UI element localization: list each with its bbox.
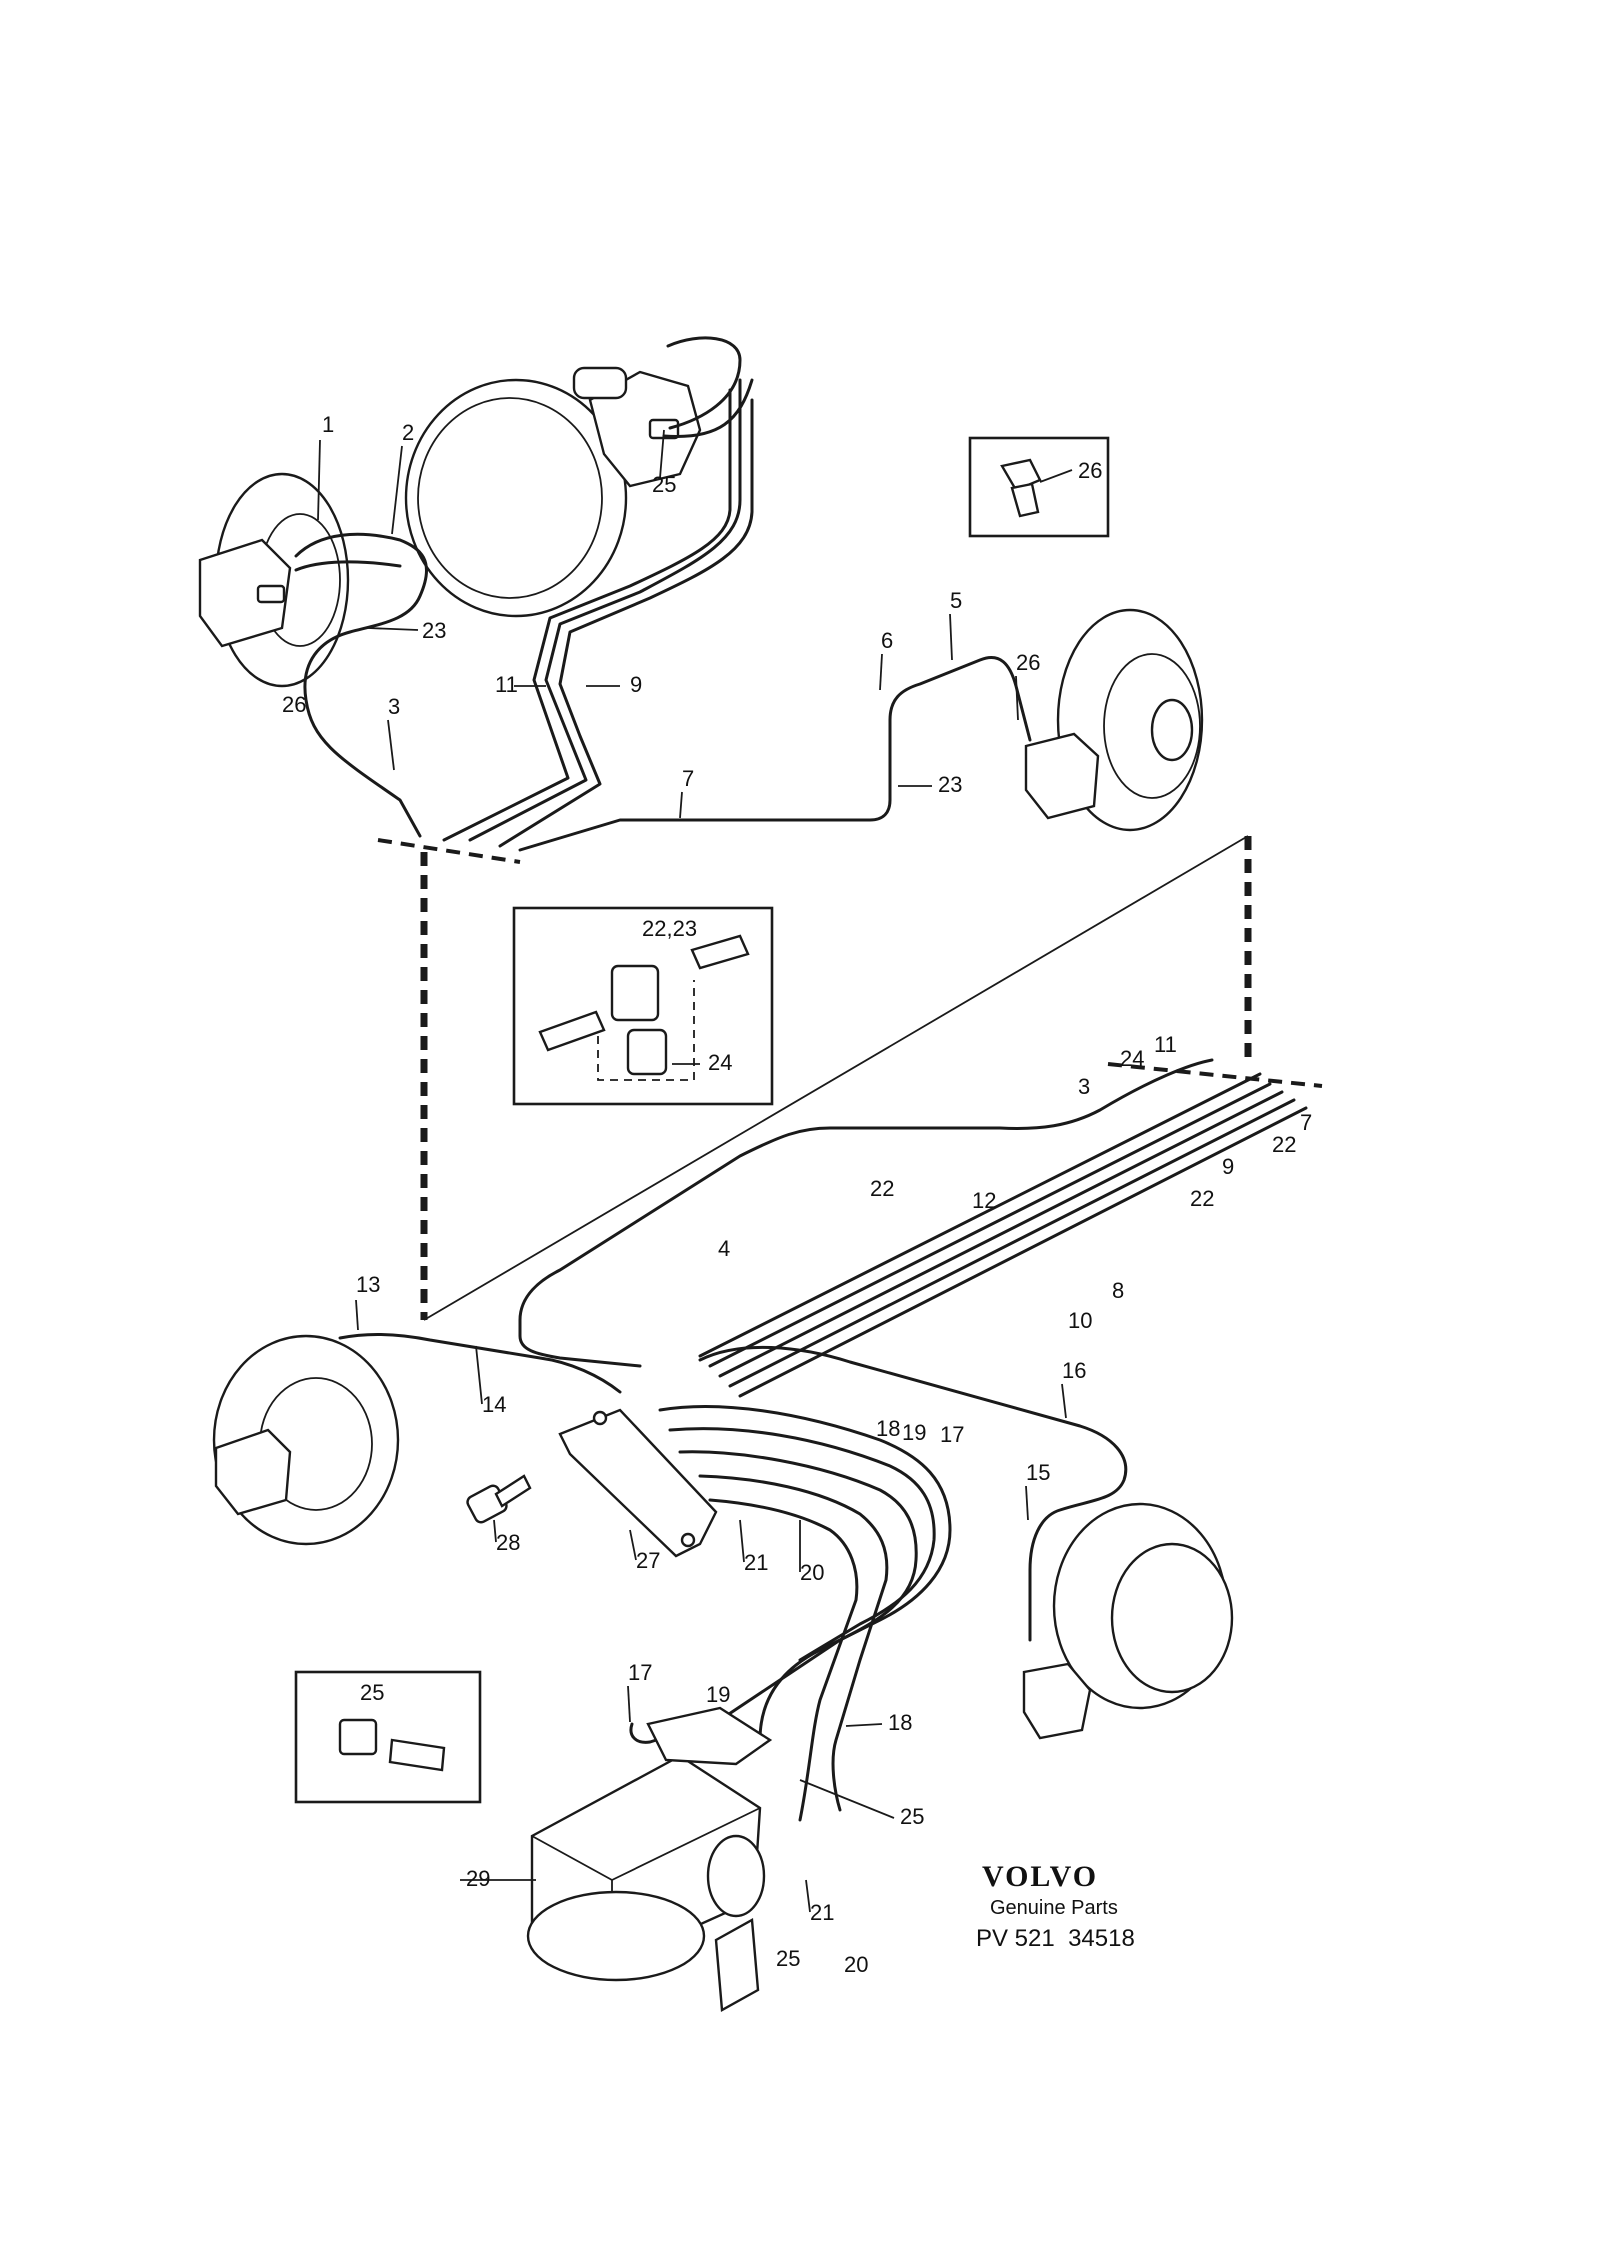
callout-2: 2: [402, 420, 414, 445]
callout-22-23: 22,23: [642, 916, 697, 941]
callout-7: 7: [682, 766, 694, 791]
callout-21: 21: [810, 1900, 834, 1925]
callout-20: 20: [844, 1952, 868, 1977]
part-reference: PV 521 34518: [976, 1925, 1135, 1952]
hydraulic-modulator-29: [526, 1706, 773, 2012]
lower-brake-pipes: [338, 1058, 1308, 1822]
distribution-block-27: [558, 1408, 718, 1558]
callout-17: 17: [628, 1660, 652, 1685]
callout-25: 25: [360, 1680, 384, 1705]
callout-3: 3: [388, 694, 400, 719]
callout-10: 10: [1068, 1308, 1092, 1333]
rear-left-brake-assembly: [212, 1334, 400, 1546]
callout-24: 24: [1120, 1046, 1144, 1071]
callout-6: 6: [881, 628, 893, 653]
callout-16: 16: [1062, 1358, 1086, 1383]
callout-22: 22: [870, 1176, 894, 1201]
callout-22: 22: [1272, 1132, 1296, 1157]
callout-25: 25: [776, 1946, 800, 1971]
right-brake-assembly: [1024, 608, 1204, 832]
rear-right-brake-assembly: [1022, 1502, 1234, 1740]
callout-19: 19: [706, 1682, 730, 1707]
callout-9: 9: [1222, 1154, 1234, 1179]
section-divider: [377, 835, 1323, 1321]
callout-labels: 1 2 25 26 23 26 3 11 9 5 6 26 7 23 22,23…: [282, 412, 1312, 1977]
callout-24: 24: [708, 1050, 732, 1075]
callout-15: 15: [1026, 1460, 1050, 1485]
detail-box-25: [294, 1670, 482, 1804]
callout-26: 26: [282, 692, 306, 717]
callout-23: 23: [422, 618, 446, 643]
callout-21: 21: [744, 1550, 768, 1575]
callout-14: 14: [482, 1392, 506, 1417]
callout-26: 26: [1016, 650, 1040, 675]
callout-11: 11: [495, 672, 518, 697]
callout-28: 28: [496, 1530, 520, 1555]
callout-26: 26: [1078, 458, 1102, 483]
leader-lines: [317, 429, 1073, 1913]
callout-12: 12: [972, 1188, 996, 1213]
callout-29: 29: [466, 1866, 490, 1891]
bolt-28: [466, 1474, 532, 1524]
brand-name: VOLVO: [982, 1860, 1098, 1893]
callout-25: 25: [652, 472, 676, 497]
callout-3: 3: [1078, 1074, 1090, 1099]
brake-booster-master-cylinder: [404, 366, 702, 618]
callout-22: 22: [1190, 1186, 1214, 1211]
front-left-brake-assembly: [198, 472, 350, 688]
callout-17: 17: [940, 1422, 964, 1447]
detail-box-26: [968, 436, 1110, 538]
brand-subtitle: Genuine Parts: [990, 1897, 1118, 1919]
callout-20: 20: [800, 1560, 824, 1585]
callout-7: 7: [1300, 1110, 1312, 1135]
callout-23: 23: [938, 772, 962, 797]
callout-8: 8: [1112, 1278, 1124, 1303]
callout-13: 13: [356, 1272, 380, 1297]
callout-11: 11: [1154, 1032, 1177, 1057]
callout-27: 27: [636, 1548, 660, 1573]
callout-18: 18: [876, 1416, 900, 1441]
callout-18: 18: [888, 1710, 912, 1735]
callout-19: 19: [902, 1420, 926, 1445]
callout-9: 9: [630, 672, 642, 697]
callout-25: 25: [900, 1804, 924, 1829]
volvo-logo-block: VOLVO Genuine Parts PV 521 34518: [976, 1860, 1135, 1952]
callout-5: 5: [950, 588, 962, 613]
callout-4: 4: [718, 1236, 730, 1261]
upper-brake-pipes: [294, 336, 1032, 852]
detail-box-22-23-24: [512, 906, 774, 1106]
callout-1: 1: [322, 412, 334, 437]
